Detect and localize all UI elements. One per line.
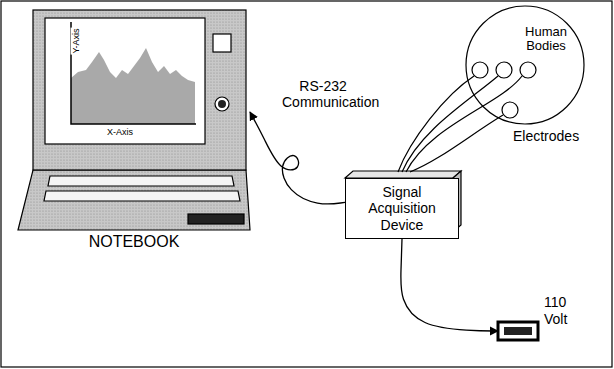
axis-label: X-Axis [106, 127, 134, 137]
cable [250, 112, 345, 204]
power-outlet: 110 Volt [498, 322, 538, 340]
axis-label: Y-Axis [71, 27, 81, 54]
electrodes-label: Electrodes [512, 128, 580, 144]
process-box: Signal Acquisition Device [345, 178, 459, 239]
node-label: 110 Volt [544, 294, 578, 328]
body-outline [465, 5, 585, 125]
node-label: Human Bodies [521, 25, 571, 54]
notebook-illustration [18, 10, 250, 230]
electrode-wire [398, 76, 522, 172]
power-outlet [498, 322, 538, 340]
cable [401, 239, 498, 331]
edge-label: RS-232 Communication [282, 78, 364, 110]
node-label: Signal Acquisition Device [346, 182, 458, 234]
electrode [472, 62, 536, 118]
node-label: NOTEBOOK [18, 233, 250, 251]
human-bodies-circle: Human Bodies [465, 5, 585, 125]
